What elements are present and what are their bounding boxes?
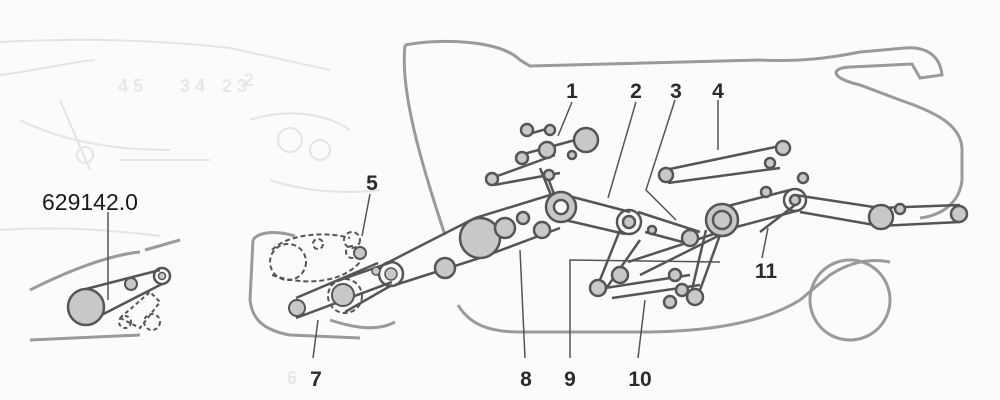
callout-2: 2	[630, 80, 642, 103]
leader-lines	[107, 99, 769, 359]
callout-4: 4	[712, 80, 724, 103]
machine-outline	[29, 39, 964, 342]
pulley-top-5	[537, 140, 557, 160]
callout-11: 11	[755, 260, 778, 283]
pulley-mid-d	[796, 171, 810, 185]
pulley-low-c	[667, 267, 683, 283]
callout-8: 8	[520, 368, 532, 391]
pulley-upper-right-c	[657, 166, 675, 184]
hub-pulleys	[544, 187, 808, 238]
svg-text:6: 6	[287, 368, 297, 388]
pulley-top-1	[572, 126, 600, 154]
svg-text:4 5: 4 5	[118, 76, 143, 96]
callout-7: 7	[310, 368, 322, 391]
inset-drive-detail	[66, 266, 172, 331]
pulley-low-f	[662, 294, 678, 310]
pulley-low-b	[588, 278, 608, 298]
pulley-top-4	[514, 150, 530, 166]
callout-3: 3	[670, 80, 682, 103]
inset-main-pulley	[66, 287, 106, 327]
feeder-pulley-left	[288, 299, 306, 317]
svg-text:2: 2	[244, 70, 254, 90]
svg-text:3 4: 3 4	[180, 76, 205, 96]
pulley-idler-c	[515, 210, 531, 226]
pulley-upper-right-a	[774, 139, 792, 157]
part-number-label: 629142.0	[42, 189, 138, 215]
pulley-mid-c	[759, 185, 773, 199]
pulley-idler-b	[493, 216, 517, 240]
pulley-mid-b	[646, 224, 658, 236]
feeder-pulley-mid	[331, 283, 355, 307]
pulley-idler-d	[532, 220, 552, 240]
pulley-low-a	[610, 265, 630, 285]
labels: 629142.0 1 2 3 4 5 7 8 9 10 11	[42, 80, 777, 391]
pulley-low-e	[685, 287, 705, 307]
pulleys	[433, 122, 969, 310]
idler-5	[353, 246, 367, 260]
callout-5: 5	[366, 172, 378, 195]
pulley-upper-right-b	[763, 156, 777, 170]
callout-1: 1	[566, 80, 578, 103]
inset-small-pulley	[152, 266, 172, 286]
background-ghost: 4 5 3 4 2 3 2 6	[0, 39, 381, 388]
svg-text:2 3: 2 3	[222, 76, 247, 96]
pulley-low-d	[674, 282, 690, 298]
pulley-top-2	[519, 122, 535, 138]
left-drive-group	[269, 231, 405, 320]
pulley-idler-a	[433, 256, 457, 280]
pulley-top-3	[543, 123, 557, 137]
pulley-right-small	[893, 202, 907, 216]
pulley-top-7	[566, 149, 578, 161]
pulley-top-6	[484, 171, 500, 187]
callout-10: 10	[628, 368, 651, 391]
pulley-mid-a	[680, 228, 700, 248]
pulley-large-center	[458, 216, 502, 260]
callout-9: 9	[564, 368, 576, 391]
pulley-right-tip	[949, 204, 969, 224]
inset-idler	[124, 277, 138, 291]
pulley-top-8	[542, 168, 556, 182]
pulley-right-end	[867, 203, 895, 231]
